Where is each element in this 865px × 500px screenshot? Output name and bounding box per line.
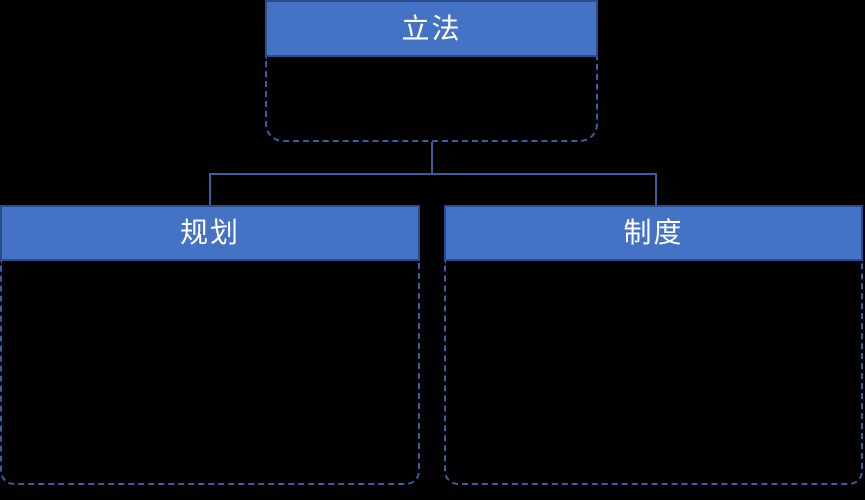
- node-planning-body: [0, 261, 420, 485]
- connector-right-drop: [655, 175, 657, 205]
- node-legislation-header: 立法: [265, 0, 598, 57]
- node-planning-label: 规划: [179, 216, 240, 249]
- node-legislation: 立法: [265, 0, 598, 142]
- connector-root-drop: [431, 142, 433, 175]
- node-legislation-body: [265, 57, 598, 142]
- node-planning: 规划: [0, 205, 420, 485]
- connector-left-drop: [209, 175, 211, 205]
- node-institution-label: 制度: [623, 216, 684, 249]
- node-institution-header: 制度: [444, 205, 863, 261]
- node-institution: 制度: [444, 205, 863, 485]
- node-legislation-label: 立法: [401, 11, 462, 45]
- connector-horizontal: [209, 173, 657, 175]
- node-institution-body: [444, 261, 863, 485]
- node-planning-header: 规划: [0, 205, 420, 261]
